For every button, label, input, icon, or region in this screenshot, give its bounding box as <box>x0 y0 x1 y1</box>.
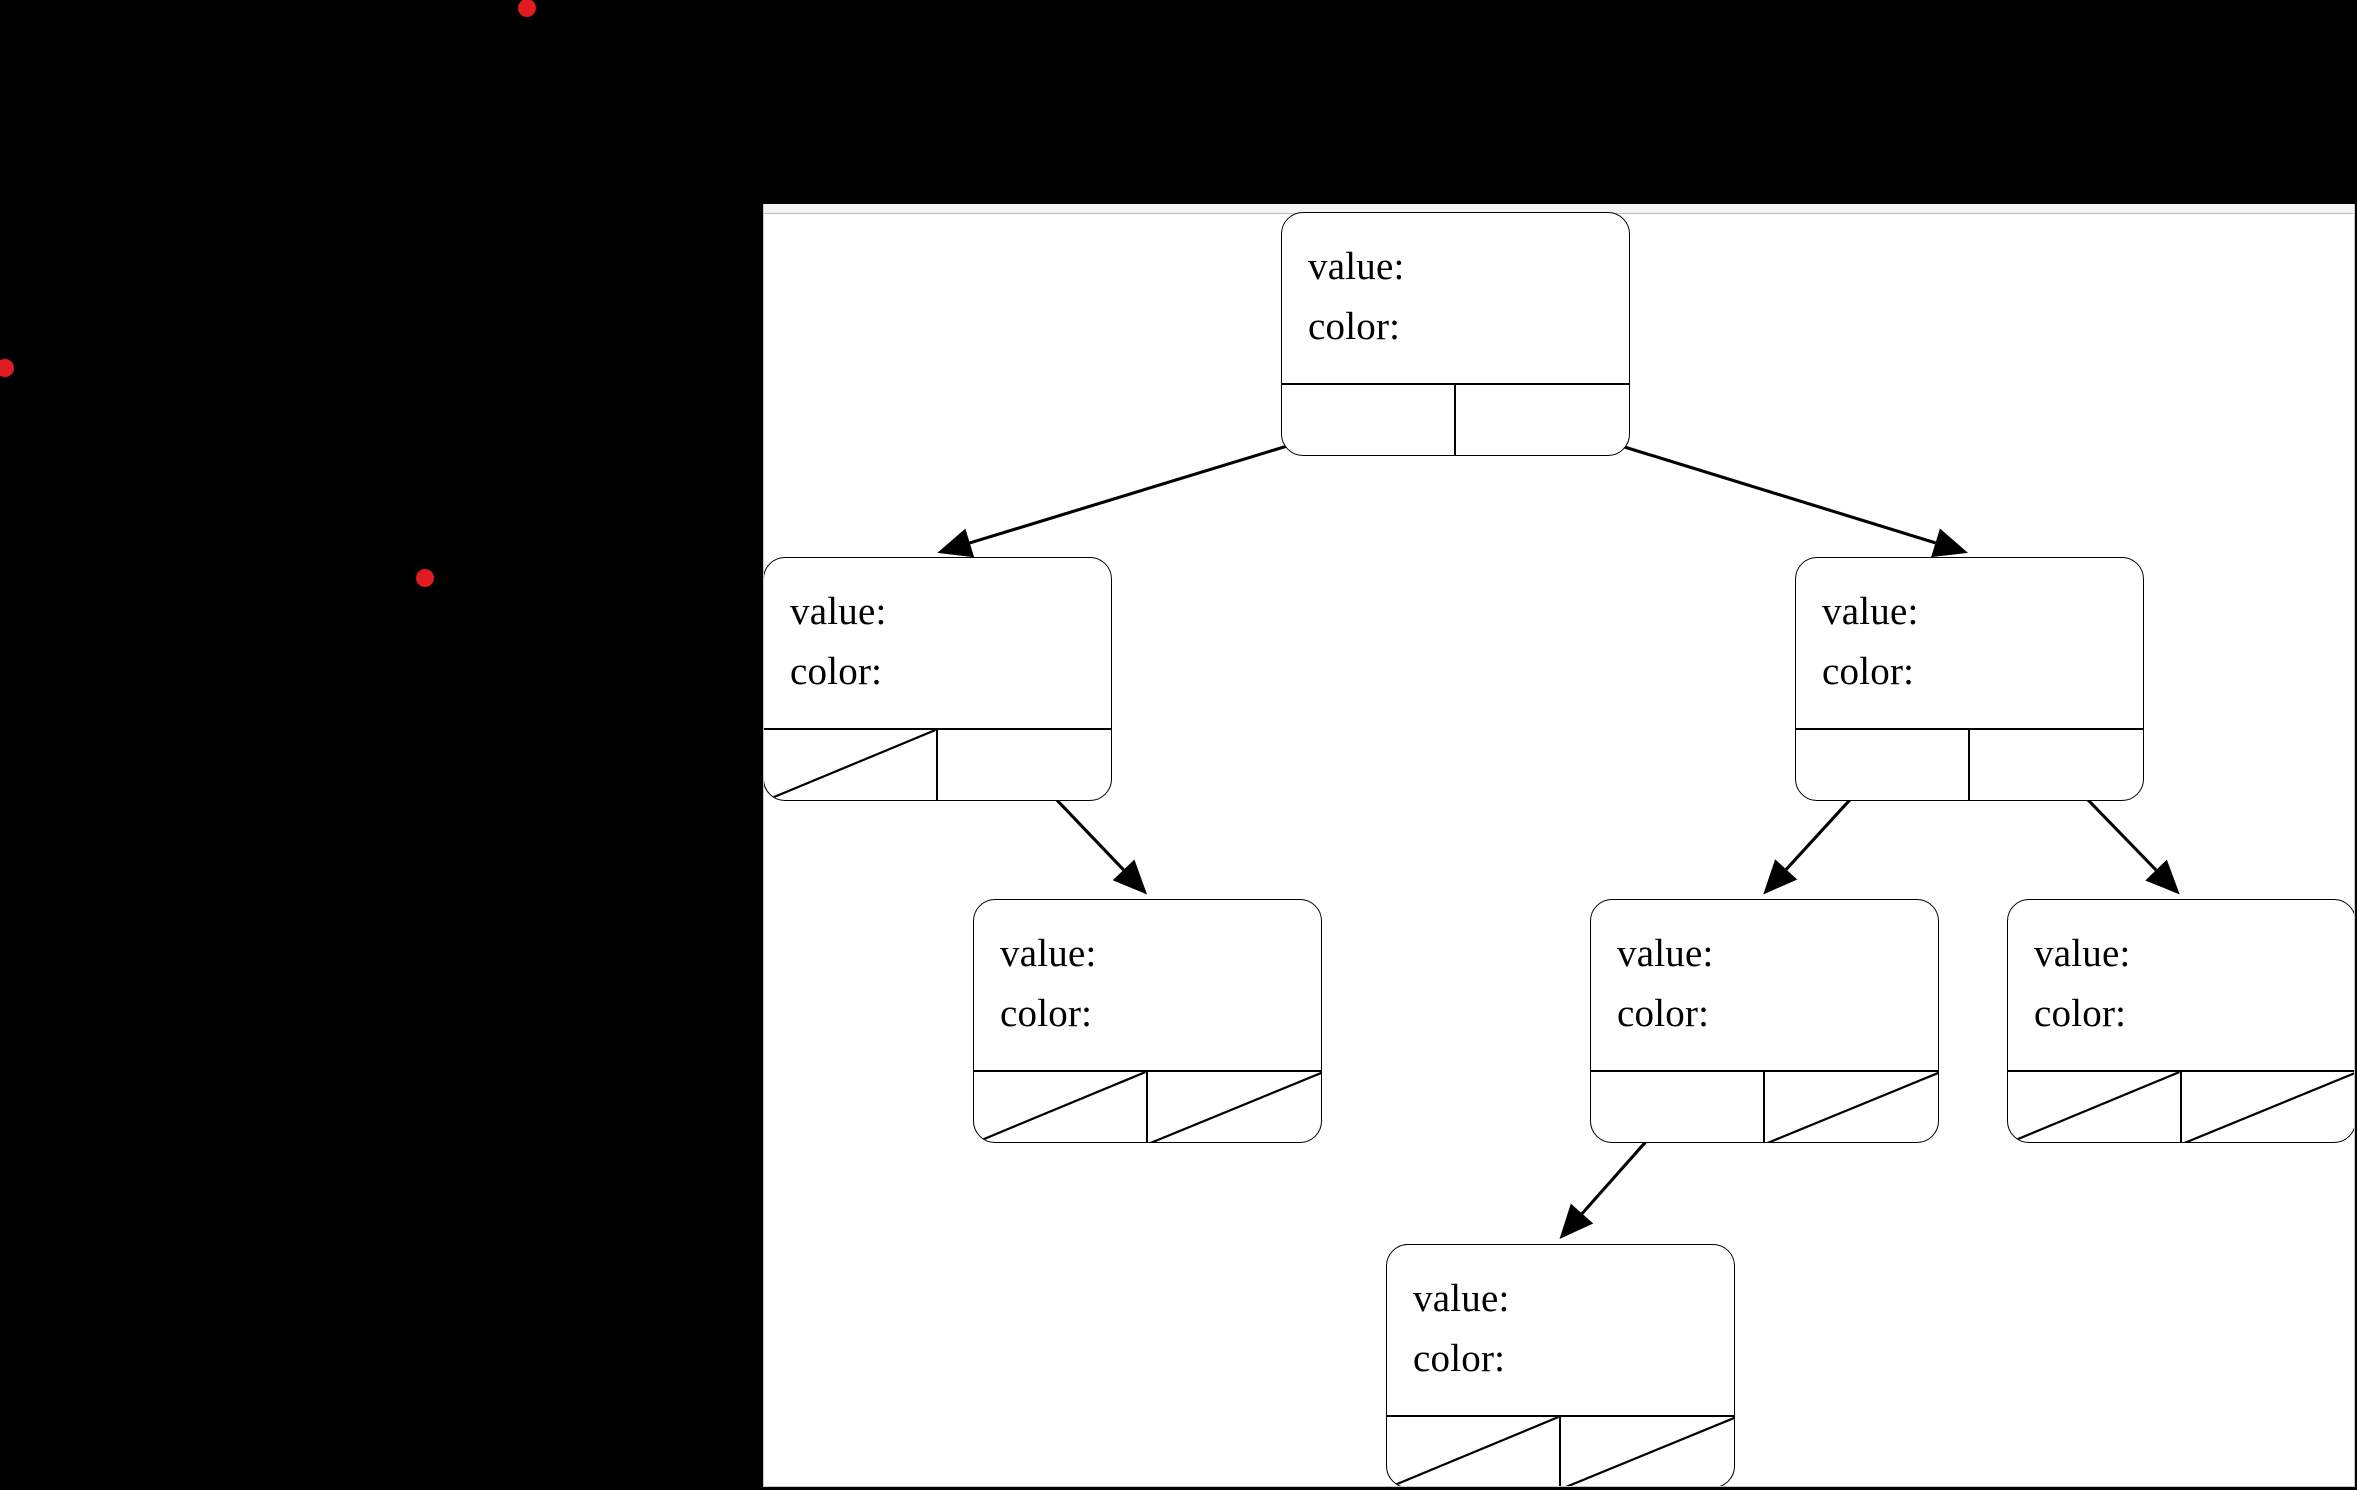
node-pointer-cell-left[interactable] <box>763 730 938 801</box>
node-color-label: color: <box>1000 992 1093 1035</box>
null-pointer-slash-icon <box>1561 1417 1736 1487</box>
node-value-label: value: <box>1413 1277 1510 1320</box>
edge-arrowhead-icon <box>2145 859 2180 895</box>
node-pointer-cell-right[interactable] <box>1148 1072 1323 1143</box>
node-color-label: color: <box>1308 305 1401 348</box>
node-pointer-cell-right[interactable] <box>2182 1072 2356 1143</box>
node-pointer-cell-right[interactable] <box>1456 385 1630 455</box>
node-pointer-row <box>1282 383 1630 455</box>
node-pointer-row <box>973 1070 1323 1143</box>
node-pointer-row <box>2007 1070 2356 1143</box>
node-value-label: value: <box>790 590 887 633</box>
node-value-label: value: <box>2034 932 2131 975</box>
null-pointer-slash-icon <box>1148 1072 1323 1143</box>
marker-dot-3 <box>416 569 434 587</box>
null-pointer-slash-icon <box>973 1072 1146 1143</box>
tree-node-left-right-leaf[interactable]: value: color: <box>973 899 1322 1143</box>
null-pointer-slash-icon <box>1765 1072 1940 1143</box>
tree-node-right-right-leaf[interactable]: value: color: <box>2007 899 2356 1143</box>
node-color-label: color: <box>790 650 883 693</box>
node-pointer-cell-right[interactable] <box>1765 1072 1940 1143</box>
node-pointer-row <box>1386 1415 1736 1487</box>
edge-arrowhead-icon <box>1112 859 1148 895</box>
tree-node-root[interactable]: value: color: <box>1281 212 1630 456</box>
node-value-label: value: <box>1822 590 1919 633</box>
null-pointer-slash-icon <box>1386 1417 1559 1487</box>
node-color-label: color: <box>1413 1337 1506 1380</box>
node-pointer-cell-left[interactable] <box>1282 385 1456 455</box>
node-pointer-row <box>1591 1070 1940 1143</box>
null-pointer-slash-icon <box>2182 1072 2356 1143</box>
tree-graph-layer: value:color:value:color:value:color:valu… <box>764 204 2354 1486</box>
diagram-canvas-panel[interactable]: value:color:value:color:value:color:valu… <box>763 204 2355 1487</box>
node-pointer-cell-right[interactable] <box>1970 730 2144 800</box>
edge-arrowhead-icon <box>937 528 975 558</box>
node-color-label: color: <box>1617 992 1710 1035</box>
node-pointer-cell-left[interactable] <box>1386 1417 1561 1487</box>
edge-arrowhead-icon <box>1763 859 1798 895</box>
tree-node-right-left[interactable]: value: color: <box>1590 899 1939 1143</box>
node-color-label: color: <box>1822 650 1915 693</box>
node-pointer-cell-left[interactable] <box>973 1072 1148 1143</box>
edge-arrowhead-icon <box>1931 528 1968 558</box>
node-pointer-row <box>763 728 1112 801</box>
tree-node-deep-leaf[interactable]: value: color: <box>1386 1244 1736 1487</box>
node-pointer-cell-right[interactable] <box>1561 1417 1736 1487</box>
node-value-label: value: <box>1617 932 1714 975</box>
edge-arrowhead-icon <box>1559 1203 1594 1240</box>
node-pointer-row <box>1796 728 2144 800</box>
marker-dot-1 <box>518 0 536 17</box>
node-color-label: color: <box>2034 992 2127 1035</box>
node-pointer-cell-left[interactable] <box>1796 730 1970 800</box>
node-pointer-cell-left[interactable] <box>2007 1072 2182 1143</box>
null-pointer-slash-icon <box>2007 1072 2180 1143</box>
tree-node-right-child[interactable]: value: color: <box>1795 557 2144 801</box>
null-pointer-slash-icon <box>763 730 936 801</box>
marker-dot-2 <box>0 359 14 377</box>
node-value-label: value: <box>1308 245 1405 288</box>
node-pointer-cell-left[interactable] <box>1591 1072 1765 1142</box>
node-pointer-cell-right[interactable] <box>938 730 1112 800</box>
node-value-label: value: <box>1000 932 1097 975</box>
tree-node-left-child[interactable]: value: color: <box>763 557 1112 801</box>
